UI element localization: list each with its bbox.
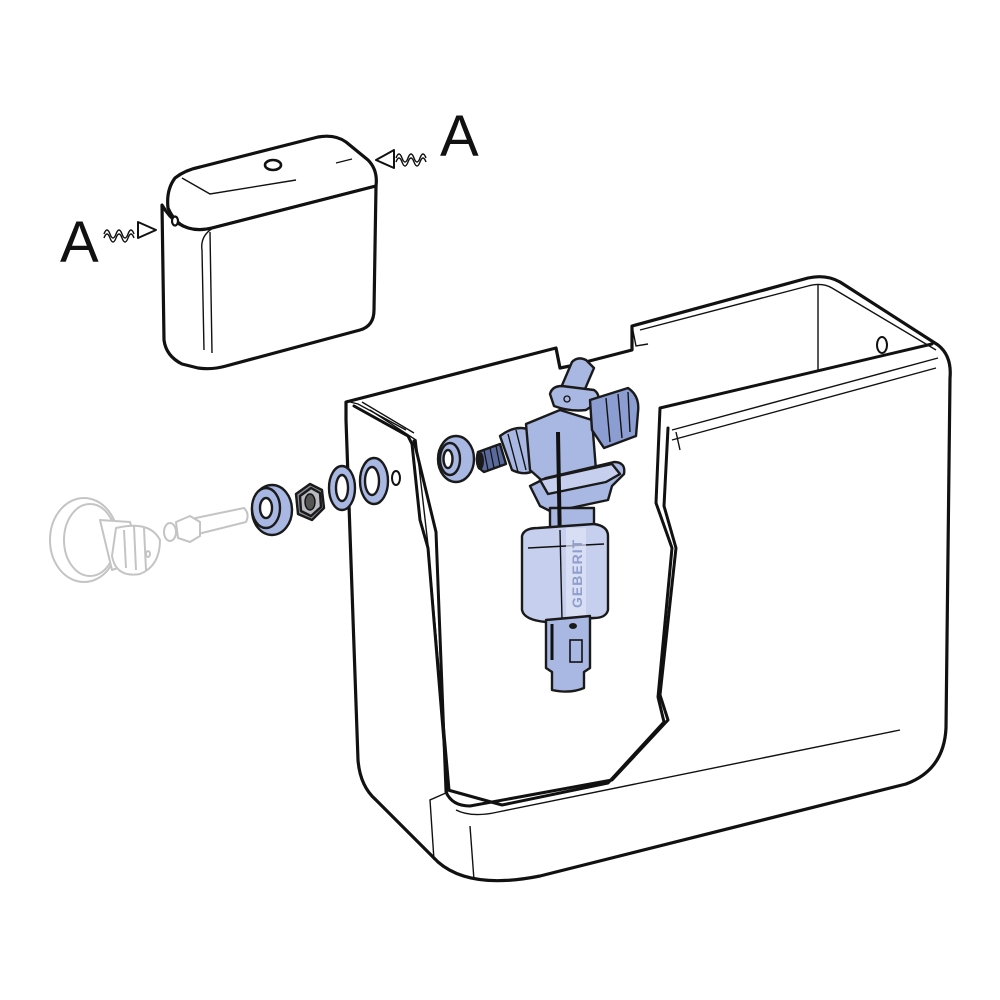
arrow-right-A <box>375 149 427 169</box>
label-A-right: A <box>440 104 479 169</box>
cistern-lid <box>160 134 378 371</box>
flat-washer-2 <box>358 456 390 506</box>
seal-inner <box>436 434 476 484</box>
label-A-left: A <box>60 210 99 275</box>
angle-valve <box>49 497 161 583</box>
flat-washer-1 <box>327 464 357 512</box>
arrow-left-A <box>103 221 157 243</box>
float-brand-label: GEBERIT <box>569 539 585 608</box>
connection-pipe <box>163 507 249 543</box>
cistern-body <box>344 275 952 883</box>
cone-washer <box>250 483 294 537</box>
lock-nut <box>294 482 326 522</box>
fill-valve: GEBERIT <box>475 357 640 693</box>
